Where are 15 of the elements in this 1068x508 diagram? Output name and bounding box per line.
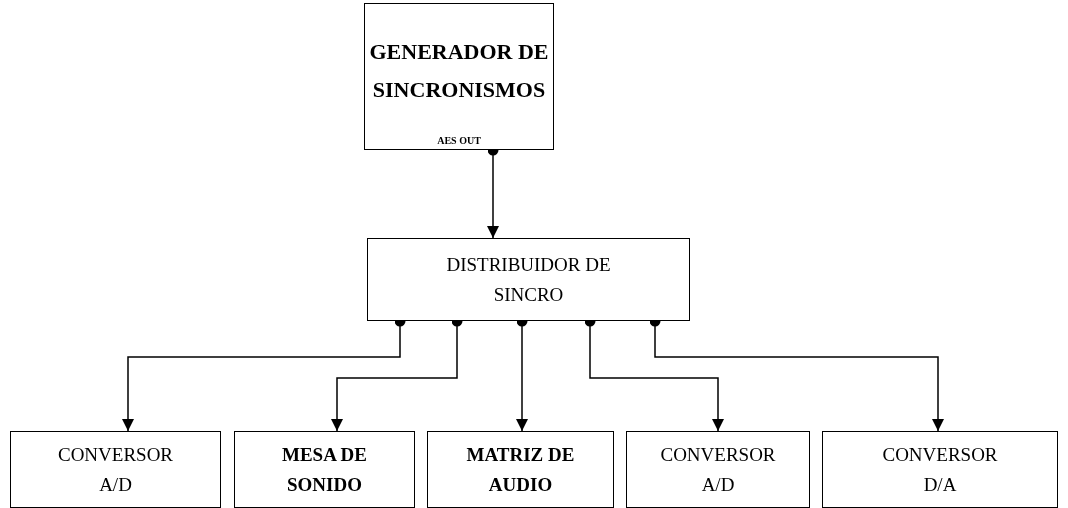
- box-title: GENERADOR DE SINCRONISMOS: [368, 37, 550, 104]
- box-title: CONVERSOR D/A: [881, 442, 999, 497]
- box-title: CONVERSOR A/D: [56, 442, 175, 497]
- box-title: CONVERSOR A/D: [659, 442, 777, 497]
- port-label: AES OUT: [436, 135, 482, 147]
- process-box: [822, 431, 1058, 508]
- process-box: [367, 238, 690, 321]
- process-box: [626, 431, 810, 508]
- process-box: [364, 3, 554, 150]
- box-title: DISTRIBUIDOR DE SINCRO: [445, 252, 612, 307]
- process-box: [234, 431, 415, 508]
- process-box: [10, 431, 221, 508]
- box-title: MESA DE SONIDO: [281, 442, 368, 497]
- process-box: [427, 431, 614, 508]
- box-title: MATRIZ DE AUDIO: [465, 442, 576, 497]
